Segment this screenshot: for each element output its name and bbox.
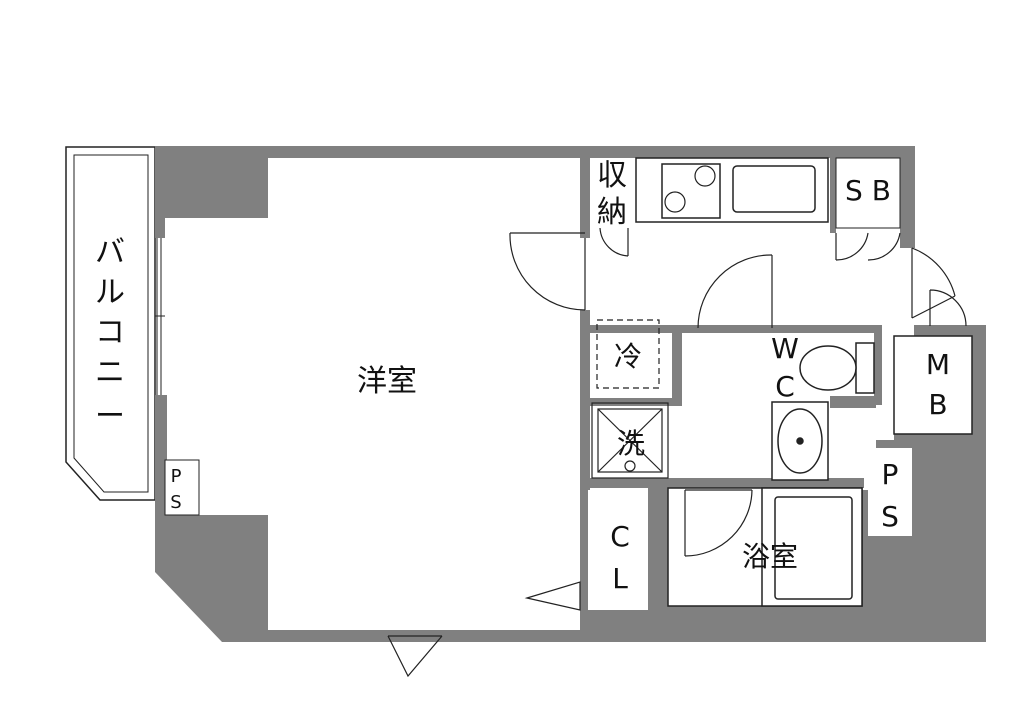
washer-pan bbox=[591, 402, 669, 479]
stove-burner-icon bbox=[664, 165, 716, 213]
svg-text:S: S bbox=[170, 492, 181, 513]
bathtub-icon bbox=[667, 487, 863, 607]
svg-text:納: 納 bbox=[597, 195, 627, 230]
door-swings bbox=[387, 227, 967, 678]
closet-label: C L bbox=[610, 520, 630, 595]
ps-box-left bbox=[164, 459, 200, 516]
wc-label: W C bbox=[771, 332, 799, 403]
svg-text:バ: バ bbox=[95, 235, 125, 270]
washer-label: 洗 bbox=[617, 427, 645, 460]
svg-text:M: M bbox=[926, 348, 950, 381]
svg-text:B: B bbox=[928, 388, 947, 421]
ps-large-label: P S bbox=[881, 458, 899, 533]
ps-small-label: P S bbox=[170, 466, 181, 513]
svg-text:L: L bbox=[612, 562, 628, 595]
washer-drain-icon bbox=[624, 460, 636, 472]
svg-text:収: 収 bbox=[597, 158, 627, 193]
walls bbox=[155, 146, 986, 642]
svg-text:C: C bbox=[610, 520, 630, 553]
fridge-label: 冷 bbox=[614, 340, 642, 373]
fridge-space bbox=[596, 319, 660, 389]
storage-label: 収 納 bbox=[597, 158, 627, 230]
mb-label: M B bbox=[926, 348, 950, 421]
ps-box-right bbox=[868, 448, 912, 536]
svg-text:ル: ル bbox=[95, 275, 125, 310]
svg-text:S: S bbox=[881, 500, 899, 533]
svg-text:W: W bbox=[771, 332, 799, 365]
western-room-label: 洋室 bbox=[357, 364, 417, 399]
mb-box bbox=[893, 335, 973, 435]
svg-text:コ: コ bbox=[95, 315, 125, 350]
balcony-label: バ ル コ ニ ー bbox=[95, 235, 125, 434]
svg-text:C: C bbox=[775, 370, 795, 403]
washbasin-icon bbox=[771, 401, 829, 481]
sb-label: S B bbox=[845, 174, 891, 207]
toilet-icon bbox=[799, 342, 875, 394]
svg-text:ー: ー bbox=[95, 399, 125, 434]
svg-text:P: P bbox=[882, 458, 899, 491]
balcony-outline bbox=[65, 146, 156, 501]
svg-text:P: P bbox=[171, 466, 182, 487]
svg-text:ニ: ニ bbox=[95, 355, 125, 390]
bath-label: 浴室 bbox=[742, 540, 798, 573]
sink-icon bbox=[732, 165, 816, 213]
